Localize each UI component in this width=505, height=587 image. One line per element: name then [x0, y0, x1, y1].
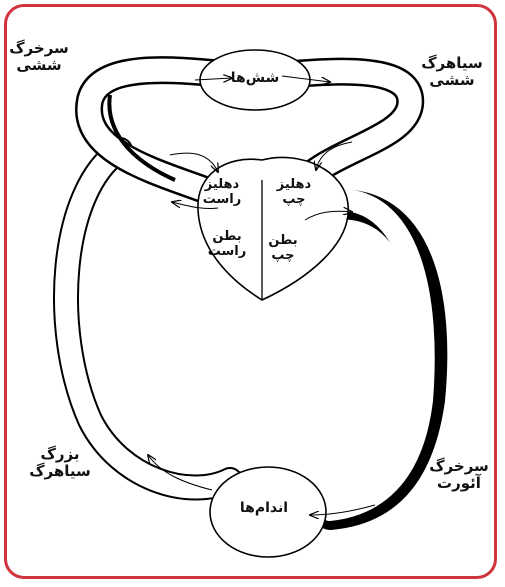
aorta-label-line2: آئورت: [424, 475, 494, 492]
aorta-label-line1: سرخرگ: [424, 458, 494, 475]
right-ventricle-label-line1: بطن: [202, 230, 252, 245]
vena-cava-label-line1: بزرگ: [20, 446, 100, 463]
aorta-label: سرخرگ آئورت: [424, 458, 494, 493]
pulmonary-vein-label-line2: ششی: [412, 72, 492, 89]
lungs-label: شش‌ها: [226, 70, 284, 86]
pulmonary-vein-label: سیاهرگ ششی: [412, 55, 492, 90]
organs-label: اندام‌ها: [226, 500, 302, 516]
left-atrium-label-line1: دهلیز: [268, 178, 320, 193]
vena-cava-label-line2: سیاهرگ: [20, 463, 100, 480]
left-atrium-label: دهلیز چپ: [268, 178, 320, 208]
pulmonary-artery-label: سرخرگ ششی: [8, 40, 70, 75]
right-ventricle-label-line2: راست: [202, 245, 252, 260]
left-atrium-label-line2: چپ: [268, 193, 320, 208]
right-atrium-label-line2: راست: [197, 193, 247, 208]
pulmonary-artery-label-line2: ششی: [8, 57, 70, 74]
pulmonary-vein-label-line1: سیاهرگ: [412, 55, 492, 72]
right-atrium-label: دهلیز راست: [197, 178, 247, 208]
aorta-vessel: [330, 200, 424, 510]
right-ventricle-label: بطن راست: [202, 230, 252, 260]
organs-label-text: اندام‌ها: [226, 500, 302, 516]
lungs-label-text: شش‌ها: [226, 70, 284, 86]
right-atrium-label-line1: دهلیز: [197, 178, 247, 193]
left-ventricle-label-line1: بطن: [262, 234, 304, 249]
pulmonary-artery-label-line1: سرخرگ: [8, 40, 70, 57]
left-ventricle-label: بطن چپ: [262, 234, 304, 264]
vena-cava-label: بزرگ سیاهرگ: [20, 446, 100, 481]
left-ventricle-label-line2: چپ: [262, 249, 304, 264]
